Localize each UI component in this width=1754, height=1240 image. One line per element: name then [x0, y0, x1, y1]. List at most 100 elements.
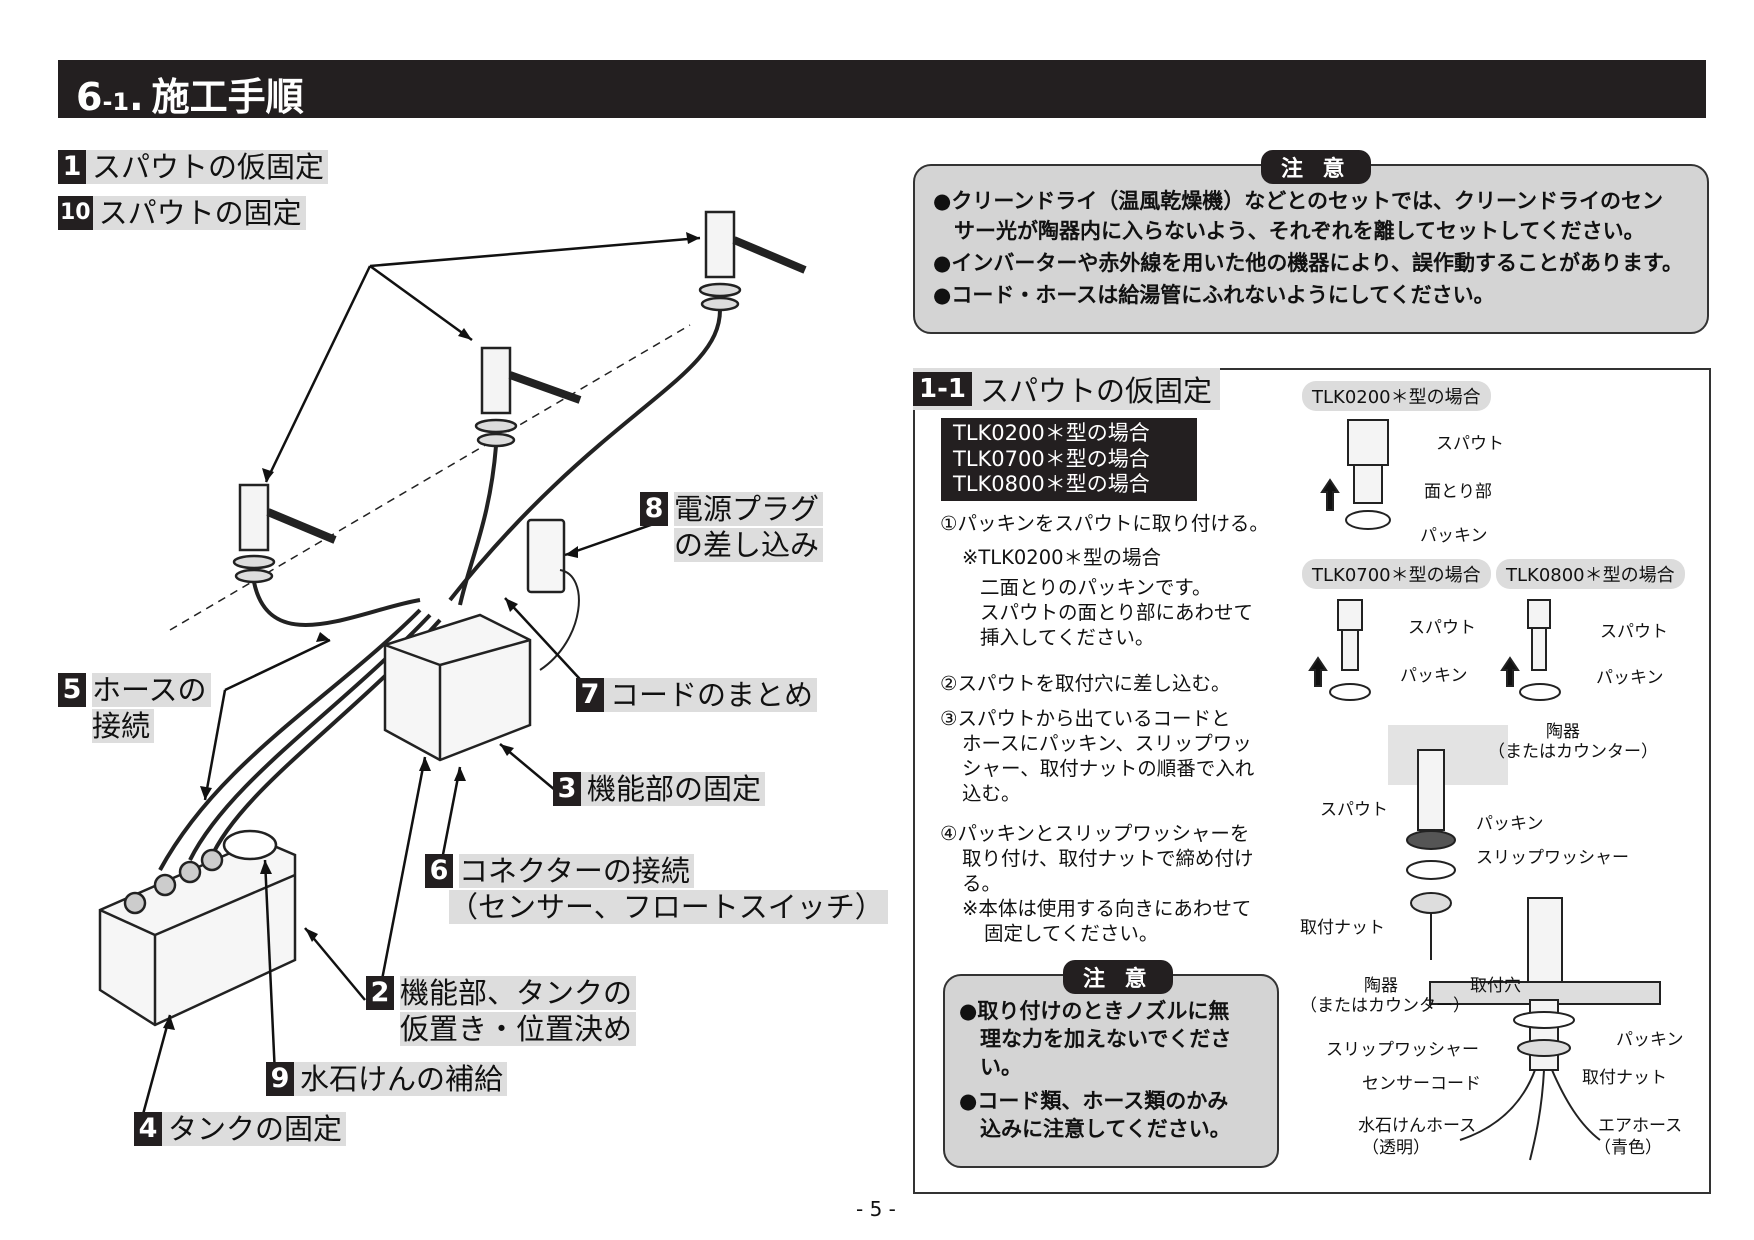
- diagram-label: （青色）: [1594, 1138, 1662, 1158]
- step-text: の差し込み: [674, 528, 824, 562]
- caution-tag: 注 意: [1063, 960, 1173, 994]
- step-text: ①パッキンをスパウトに取り付ける。: [940, 512, 1269, 535]
- step-text: ④パッキンとスリップワッシャーを: [940, 822, 1250, 845]
- step-text: 仮置き・位置決め: [400, 1012, 637, 1046]
- diagram-label: 取付ナット: [1300, 918, 1385, 938]
- step-badge: 2: [366, 976, 394, 1010]
- spout-assembly-diagram: [1308, 419, 1661, 1161]
- step-text: （センサー、フロートスイッチ）: [449, 890, 888, 924]
- note-text: ※本体は使用する向きにあわせて: [962, 897, 1252, 920]
- step-label-1: 1 スパウトの仮固定: [58, 150, 329, 184]
- step-text: ホースにパッキン、スリップワッ: [962, 732, 1252, 755]
- caution-tag: 注 意: [1261, 150, 1371, 184]
- diagram-label: エアホース: [1598, 1116, 1683, 1136]
- caution-line: い。: [959, 1055, 1022, 1079]
- step-text: 機能部、タンクの: [400, 976, 637, 1010]
- model-item: TLK0800＊型の場合: [953, 472, 1150, 496]
- diagram-label: 陶器: [1364, 976, 1398, 996]
- diagram-label: スパウト: [1436, 434, 1504, 454]
- caution-box-top: 注 意 ●クリーンドライ（温風乾燥機）などとのセットでは、クリーンドライのセン …: [913, 150, 1709, 334]
- page-number: - 5 -: [856, 1197, 896, 1221]
- section-heading-text: スパウトの仮固定: [979, 374, 1212, 408]
- diagram-label: スリップワッシャー: [1326, 1040, 1479, 1060]
- caution-line: 理な力を加えないでくださ: [959, 1027, 1232, 1051]
- caution-line: ●コード・ホースは給湯管にふれないようにしてください。: [933, 283, 1495, 307]
- model-pill: TLK0700＊型の場合: [1302, 559, 1491, 589]
- note-text: ※TLK0200＊型の場合: [962, 546, 1162, 569]
- step-label-4: 4 タンクの固定: [134, 1112, 347, 1146]
- caution-line: サー光が陶器内に入らないよう、それぞれを離してセットしてください。: [933, 219, 1645, 243]
- step-badge: 9: [266, 1062, 294, 1096]
- step-label-8: 8 電源プラグ の差し込み: [640, 492, 824, 562]
- step-text: コードのまとめ: [610, 678, 814, 712]
- step-badge: 5: [58, 673, 86, 707]
- diagram-label: スリップワッシャー: [1476, 848, 1629, 868]
- note-text: 二面とりのパッキンです。: [980, 576, 1212, 599]
- step-text: 電源プラグ: [674, 492, 824, 526]
- step-text: コネクターの接続: [459, 854, 694, 888]
- step-text: スパウトの仮固定: [92, 150, 325, 184]
- diagram-label: パッキン: [1420, 526, 1488, 546]
- diagram-label: （透明）: [1362, 1138, 1430, 1158]
- step-text: 込む。: [962, 782, 1021, 805]
- step-badge: 7: [576, 678, 604, 712]
- caution-line: ●取り付けのときノズルに無: [959, 999, 1230, 1023]
- caution-line: ●インバーターや赤外線を用いた他の機器により、誤作動することがあります。: [933, 251, 1683, 275]
- section-title-text: 施工手順: [151, 75, 304, 119]
- diagram-label: 取付穴: [1470, 976, 1521, 996]
- section-badge: 1-1: [913, 372, 972, 406]
- diagram-label: （またはカウンター）: [1300, 996, 1470, 1016]
- diagram-label: スパウト: [1320, 800, 1388, 820]
- step-badge: 3: [553, 772, 581, 806]
- model-pill: TLK0800＊型の場合: [1496, 559, 1685, 589]
- model-item: TLK0200＊型の場合: [953, 421, 1150, 445]
- step-label-10: 10 スパウトの固定: [58, 196, 306, 230]
- diagram-label: パッキン: [1596, 668, 1664, 688]
- step-label-5: 5 ホースの 接続: [58, 673, 211, 743]
- diagram-label: センサーコード: [1362, 1074, 1481, 1094]
- step-text: タンクの固定: [168, 1112, 343, 1146]
- step-text: スパウトの固定: [98, 196, 302, 230]
- diagram-label: パッキン: [1476, 814, 1544, 834]
- step-text: 水石けんの補給: [300, 1062, 504, 1096]
- step-label-3: 3 機能部の固定: [553, 772, 766, 806]
- step-badge: 8: [640, 492, 668, 526]
- step-text: 取り付け、取付ナットで締め付け: [962, 847, 1254, 870]
- section-heading: 1-1 スパウトの仮固定: [913, 368, 1220, 410]
- diagram-label: パッキン: [1400, 666, 1468, 686]
- diagram-label: スパウト: [1600, 622, 1668, 642]
- diagram-label: （またはカウンター）: [1488, 742, 1658, 762]
- section-sub-number: -1: [102, 88, 130, 116]
- model-item: TLK0700＊型の場合: [953, 446, 1150, 471]
- model-pill: TLK0200＊型の場合: [1302, 381, 1491, 411]
- step-label-2: 2 機能部、タンクの 仮置き・位置決め: [366, 976, 637, 1046]
- page-title: 6-1.施工手順: [76, 66, 304, 121]
- note-text: スパウトの面とり部にあわせて: [980, 601, 1254, 624]
- step-label-7: 7 コードのまとめ: [576, 678, 818, 712]
- model-list: TLK0200＊型の場合 TLK0700＊型の場合 TLK0800＊型の場合: [941, 418, 1197, 501]
- step-label-6: 6 コネクターの接続 （センサー、フロートスイッチ）: [425, 854, 888, 924]
- step-text: ホースの: [92, 673, 211, 707]
- step-text: る。: [962, 872, 1002, 895]
- diagram-label: スパウト: [1408, 618, 1476, 638]
- step-badge: 6: [425, 854, 453, 888]
- diagram-label: 取付ナット: [1582, 1068, 1667, 1088]
- step-text: ③スパウトから出ているコードと: [940, 707, 1231, 730]
- diagram-label: 面とり部: [1424, 482, 1492, 502]
- step-badge: 10: [58, 196, 93, 230]
- note-text: 挿入してください。: [980, 626, 1155, 649]
- diagram-label: 水石けんホース: [1358, 1116, 1477, 1136]
- section-number: 6: [76, 75, 103, 119]
- caution-line: ●クリーンドライ（温風乾燥機）などとのセットでは、クリーンドライのセン: [933, 189, 1664, 213]
- section-dot: .: [129, 75, 144, 119]
- step-label-9: 9 水石けんの補給: [266, 1062, 508, 1096]
- step-text: シャー、取付ナットの順番で入れ: [962, 757, 1255, 780]
- caution-box-bottom: 注 意 ●取り付けのときノズルに無 理な力を加えないでくださ い。 ●コード類、…: [943, 960, 1279, 1168]
- step-text: ②スパウトを取付穴に差し込む。: [940, 672, 1231, 695]
- step-badge: 4: [134, 1112, 162, 1146]
- step-text: 機能部の固定: [587, 772, 762, 806]
- caution-line: ●コード類、ホース類のかみ: [959, 1089, 1229, 1113]
- section-title-bar: 6-1.施工手順: [58, 60, 1706, 121]
- caution-line: 込みに注意してください。: [959, 1117, 1231, 1141]
